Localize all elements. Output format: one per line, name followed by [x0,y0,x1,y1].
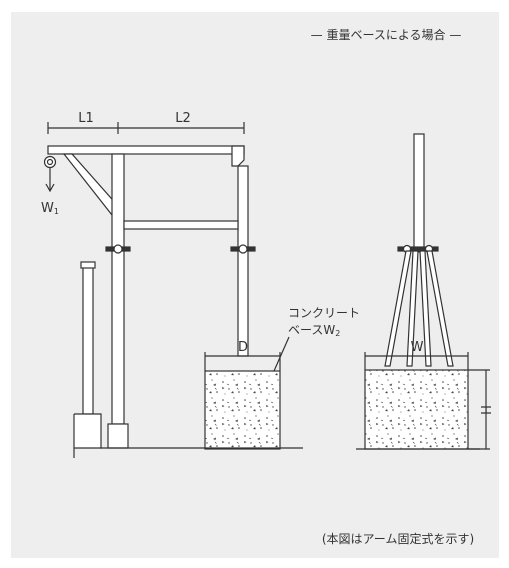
leg-inner-right [419,250,432,367]
post-socket [74,413,102,449]
side-elevation [356,133,490,450]
footer-note: (本図はアーム固定式を示す) [322,531,474,546]
left-column-foot [107,423,129,449]
dimension-w-label: W [411,340,424,355]
right-column [237,165,249,357]
load-w1-label: W1 [41,201,59,216]
dimension-h-label: H [477,405,492,415]
arm-brace [62,153,119,216]
concrete-base-right [364,369,469,450]
diagram-panel: — 重量ベースによる場合 — [11,12,499,558]
dimension-l1-label: L1 [78,111,94,126]
side-post [82,263,94,415]
center-post [413,133,425,253]
dimension-l2-label: L2 [175,111,191,126]
arm-end-bracket [231,145,245,167]
leg-inner-left [406,250,419,367]
concrete-label-line1: コンクリート [288,306,360,320]
leader-line [273,336,290,372]
leg-outer-right [426,250,454,367]
left-column [111,153,125,425]
concrete-base-left [204,370,281,450]
cross-beam [123,220,239,230]
diagram-svg: — 重量ベースによる場合 — [41,27,492,546]
header-title: — 重量ベースによる場合 — [311,27,462,42]
concrete-label-line2: ベースW2 [288,323,340,338]
dimension-d-label: D [238,340,248,355]
arm-crane-elevation [43,122,303,458]
load-arrow-icon [45,183,55,193]
leg-outer-left [384,250,412,367]
arm-beam [47,145,245,155]
